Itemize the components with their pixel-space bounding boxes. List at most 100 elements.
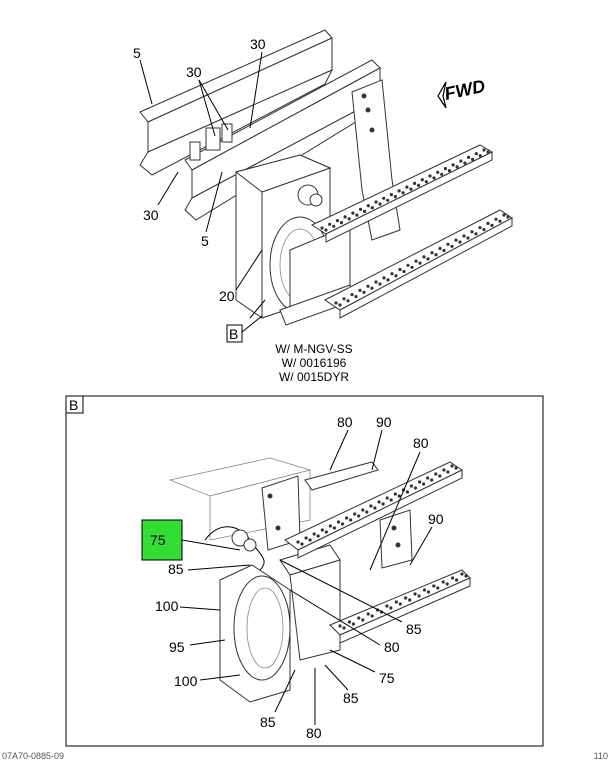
- detail-frame-label: B: [69, 397, 78, 413]
- tread-hole: [393, 492, 397, 496]
- tread-hole: [390, 272, 394, 276]
- detail-upper-step: [284, 461, 464, 559]
- tread-hole: [405, 185, 409, 189]
- tread-hole: [405, 490, 409, 494]
- tread-hole: [486, 150, 490, 154]
- callout-95: 95: [169, 639, 185, 655]
- tread-hole: [378, 202, 382, 206]
- tread-hole: [324, 530, 328, 534]
- tread-hole: [486, 221, 490, 225]
- note-line-3: W/ 0015DYR: [279, 370, 349, 384]
- tread-hole: [361, 618, 365, 622]
- tread-hole: [397, 189, 401, 193]
- tread-hole: [442, 468, 446, 472]
- tread-hole: [345, 516, 349, 520]
- tread-hole: [381, 502, 385, 506]
- tread-hole: [451, 576, 455, 580]
- callout-85-c: 85: [343, 690, 359, 706]
- tread-hole: [304, 536, 308, 540]
- callout-85-b: 85: [406, 621, 422, 637]
- detail-wiring: [204, 526, 265, 571]
- rail-brackets: [189, 123, 233, 161]
- tread-hole: [386, 198, 390, 202]
- tread-hole: [445, 582, 449, 586]
- detail-frame-label-box: [65, 395, 84, 414]
- highlight-callout-75: 75: [150, 532, 166, 548]
- tread-hole: [422, 482, 426, 486]
- tread-hole: [349, 518, 353, 522]
- tread-hole: [382, 196, 386, 200]
- tread-hole: [426, 590, 431, 594]
- callout-20: 20: [219, 288, 235, 304]
- tread-hole: [478, 226, 482, 230]
- detail-tank: [219, 544, 341, 703]
- view-ref-leader: [241, 315, 263, 333]
- tread-hole: [363, 209, 367, 213]
- tread-hole: [347, 217, 351, 221]
- detail-view-b: B: [65, 395, 544, 747]
- tread-hole: [455, 165, 459, 169]
- callout-90-a: 90: [376, 414, 392, 430]
- tread-hole: [351, 211, 355, 215]
- tread-hole: [441, 580, 445, 584]
- tread-hole: [482, 148, 486, 152]
- tread-hole: [340, 522, 345, 526]
- tank-assembly: [234, 154, 357, 326]
- tread-hole: [397, 494, 401, 498]
- tread-hole: [357, 514, 361, 518]
- tread-hole: [443, 167, 447, 171]
- detail-bracket: [261, 475, 413, 569]
- tread-hole: [350, 293, 354, 297]
- tread-hole: [409, 484, 414, 488]
- tread-hole: [418, 480, 422, 484]
- tread-hole: [426, 476, 430, 480]
- tread-hole: [328, 222, 332, 226]
- tread-hole: [464, 574, 468, 578]
- tread-hole: [320, 226, 324, 230]
- tread-hole: [312, 532, 316, 536]
- tread-hole: [366, 612, 370, 616]
- callout-75: 75: [379, 670, 395, 686]
- tread-hole: [454, 466, 458, 470]
- tread-hole: [413, 592, 417, 596]
- tread-hole: [328, 524, 332, 528]
- tread-hole: [434, 253, 438, 257]
- tread-hole: [422, 588, 427, 592]
- tread-hole: [442, 248, 446, 253]
- tread-hole: [374, 200, 378, 204]
- callout-80-a: 80: [337, 414, 353, 430]
- callout-85-a: 85: [168, 561, 184, 577]
- tread-hole: [436, 170, 440, 174]
- tread-hole: [440, 172, 444, 176]
- tread-hole: [410, 265, 414, 269]
- tread-hole: [447, 169, 451, 173]
- tread-hole: [362, 290, 366, 294]
- view-ref-box: [226, 324, 243, 343]
- tread-hole: [430, 478, 434, 482]
- tread-hole: [422, 255, 426, 259]
- tread-hole: [446, 242, 450, 246]
- tread-hole: [365, 510, 369, 514]
- tread-hole: [324, 228, 328, 232]
- note-line-1: W/ M-NGV-SS: [275, 342, 352, 356]
- tread-hole: [432, 176, 436, 180]
- tread-hole: [366, 284, 370, 288]
- callout-30-left: 30: [143, 207, 159, 223]
- tread-hole: [471, 157, 475, 161]
- footer-drawing-id: 07A70-0885-09: [2, 751, 64, 761]
- tread-hole: [385, 604, 389, 608]
- tread-hole: [502, 213, 506, 217]
- tread-hole: [426, 257, 430, 261]
- tread-hole: [373, 506, 377, 510]
- tread-hole: [478, 154, 482, 158]
- callout-80-c: 80: [384, 639, 400, 655]
- tread-hole: [413, 486, 418, 490]
- tread-hole: [332, 526, 336, 530]
- fwd-label: FWD: [443, 76, 487, 104]
- callout-90-b: 90: [428, 511, 444, 527]
- tread-hole: [339, 221, 343, 225]
- tread-hole: [414, 259, 418, 263]
- callout-5-bottom: 5: [201, 233, 209, 249]
- tread-hole: [420, 178, 424, 182]
- tread-hole: [393, 195, 397, 199]
